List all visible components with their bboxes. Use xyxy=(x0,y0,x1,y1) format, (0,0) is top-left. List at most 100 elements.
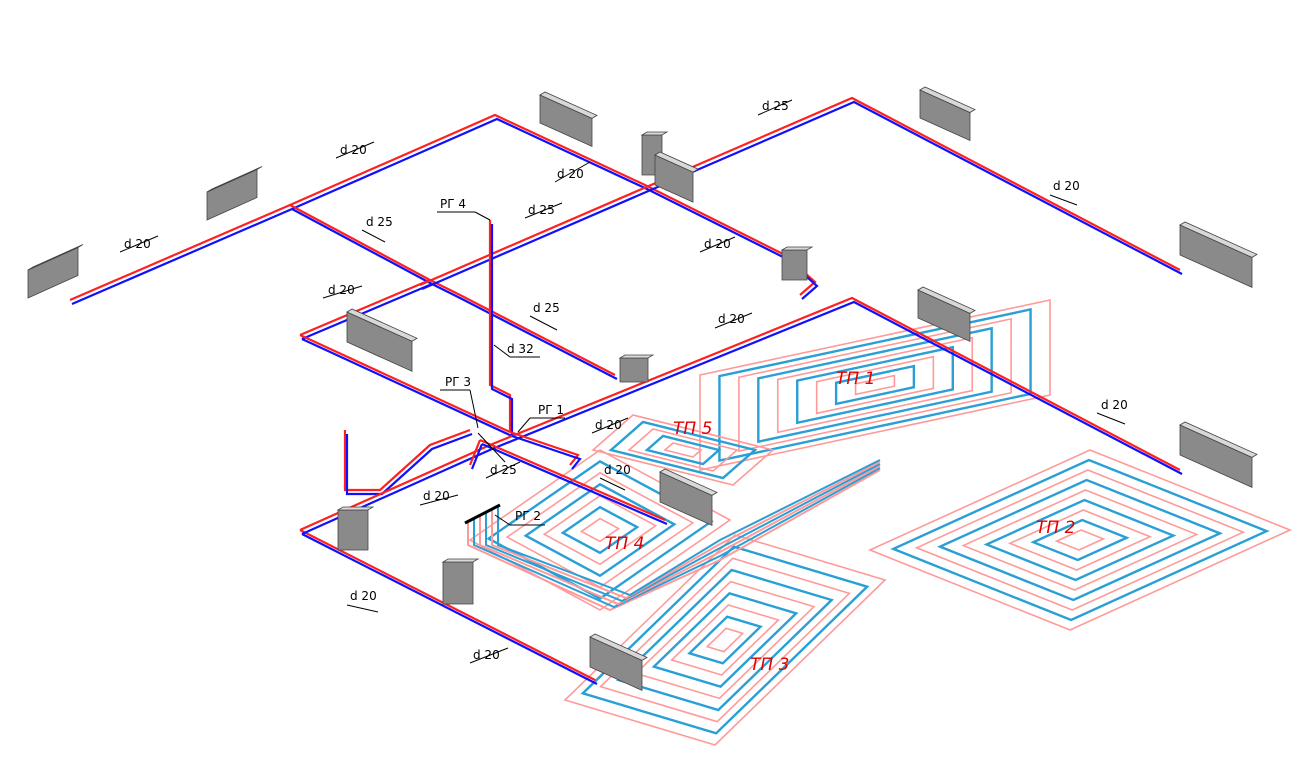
radiator xyxy=(27,244,84,299)
floor-loop xyxy=(983,498,1177,582)
svg-text:d 20: d 20 xyxy=(604,463,631,477)
manifold-outlet-pipe xyxy=(479,465,881,606)
supply-pipe xyxy=(289,204,616,376)
floor-loop xyxy=(627,428,739,472)
radiator-top xyxy=(654,151,699,173)
pipe-label: d 20 xyxy=(1096,398,1128,425)
floor-loop xyxy=(663,442,703,458)
pipe-label: d 20 xyxy=(322,283,363,299)
radiator xyxy=(917,286,976,343)
pipe-label: d 32 xyxy=(493,342,540,358)
pipe-label: d 25 xyxy=(757,99,793,116)
labels: d 20 d 20 d 25 d 20 d 25 d 25 d 20 d 20 … xyxy=(119,99,1128,675)
manifold-label-rg2: РГ 2 xyxy=(494,509,545,526)
manifold-outlet-pipe xyxy=(467,469,881,612)
svg-text:d 20: d 20 xyxy=(557,167,584,181)
floor-loop xyxy=(705,627,745,653)
radiator xyxy=(654,151,699,203)
radiator xyxy=(919,86,976,142)
radiator-top xyxy=(1179,221,1258,258)
radiator-front xyxy=(206,168,258,221)
floor-loop xyxy=(591,414,775,486)
floor-loop xyxy=(738,317,1012,453)
svg-text:d 20: d 20 xyxy=(350,589,377,603)
svg-text:d 32: d 32 xyxy=(507,342,534,356)
zone-label-tp1: ТП 1 xyxy=(836,369,875,389)
floor-loop xyxy=(563,534,887,746)
supply-pipe xyxy=(299,278,431,337)
floor-loop xyxy=(961,489,1199,591)
radiator-top xyxy=(917,286,976,314)
floor-loop xyxy=(523,482,677,578)
floor-loop xyxy=(815,355,935,415)
floor-loop xyxy=(505,471,695,589)
svg-text:d 20: d 20 xyxy=(423,489,450,503)
manifold-label-rg1: РГ 1 xyxy=(517,403,565,433)
radiator xyxy=(1179,421,1258,489)
floor-loop xyxy=(854,374,896,396)
return-pipe xyxy=(470,443,484,470)
svg-text:d 20: d 20 xyxy=(718,312,745,326)
pipe-label: d 20 xyxy=(1049,179,1080,206)
supply-pipe xyxy=(343,428,471,492)
radiator-top xyxy=(441,558,480,563)
floor-loop xyxy=(560,505,640,555)
floor-loop xyxy=(1054,529,1106,551)
pipe-label: d 25 xyxy=(524,202,563,219)
return-pipe xyxy=(301,338,513,437)
svg-text:d 25: d 25 xyxy=(533,301,560,315)
floor-loop xyxy=(468,449,732,611)
return-pipe xyxy=(301,300,1183,536)
floor-loop xyxy=(936,478,1224,602)
return-pipe xyxy=(301,282,433,341)
svg-text:РГ 2: РГ 2 xyxy=(515,509,541,523)
svg-text:РГ 4: РГ 4 xyxy=(440,197,466,211)
manifold-label-rg4: РГ 4 xyxy=(437,197,491,221)
manifold-rg2 xyxy=(464,503,501,525)
floor-loop xyxy=(1007,509,1153,571)
radiator-top xyxy=(27,244,84,271)
pipe-label: d 20 xyxy=(554,161,591,183)
return-pipe xyxy=(301,533,598,685)
radiator-front xyxy=(1179,224,1253,289)
manifold-outlet-pipe xyxy=(491,461,881,600)
svg-text:d 25: d 25 xyxy=(762,99,789,113)
manifold-outlet-pipe xyxy=(473,467,881,609)
radiator-top xyxy=(919,86,976,113)
floor-loop xyxy=(796,345,954,425)
zone-label-tp3: ТП 3 xyxy=(750,655,789,675)
pipe-label: d 20 xyxy=(419,489,459,506)
radiator-top xyxy=(206,166,263,193)
pipe-label: d 20 xyxy=(335,141,375,159)
supply-pipe xyxy=(299,296,1181,532)
radiator xyxy=(659,468,718,527)
svg-text:d 25: d 25 xyxy=(366,215,393,229)
floor-loop xyxy=(867,449,1293,631)
radiators xyxy=(27,86,1258,692)
floor-loop xyxy=(579,517,621,543)
pipe-label: d 20 xyxy=(469,647,509,664)
svg-text:d 25: d 25 xyxy=(490,463,517,477)
radiator xyxy=(539,91,598,148)
supply-pipe xyxy=(479,438,666,522)
floor-loop xyxy=(644,434,722,466)
radiator-front xyxy=(337,509,369,551)
radiator xyxy=(589,633,648,692)
floor-loop xyxy=(599,557,851,723)
supply-pipe xyxy=(488,220,512,432)
pipe-label: d 20 xyxy=(699,236,736,253)
radiator xyxy=(441,558,480,605)
radiator-top xyxy=(1179,421,1258,458)
pipe-label: d 20 xyxy=(599,463,631,491)
floor-loop xyxy=(608,420,758,480)
return-pipe xyxy=(481,442,668,526)
radiator-top xyxy=(780,246,814,251)
return-pipe xyxy=(421,100,1183,291)
pipe-label: d 20 xyxy=(119,235,159,253)
supply-pipe xyxy=(468,439,482,466)
floor-loop xyxy=(699,299,1051,471)
manifold-label-rg3: РГ 3 xyxy=(440,375,479,429)
return-pipe xyxy=(291,208,618,380)
